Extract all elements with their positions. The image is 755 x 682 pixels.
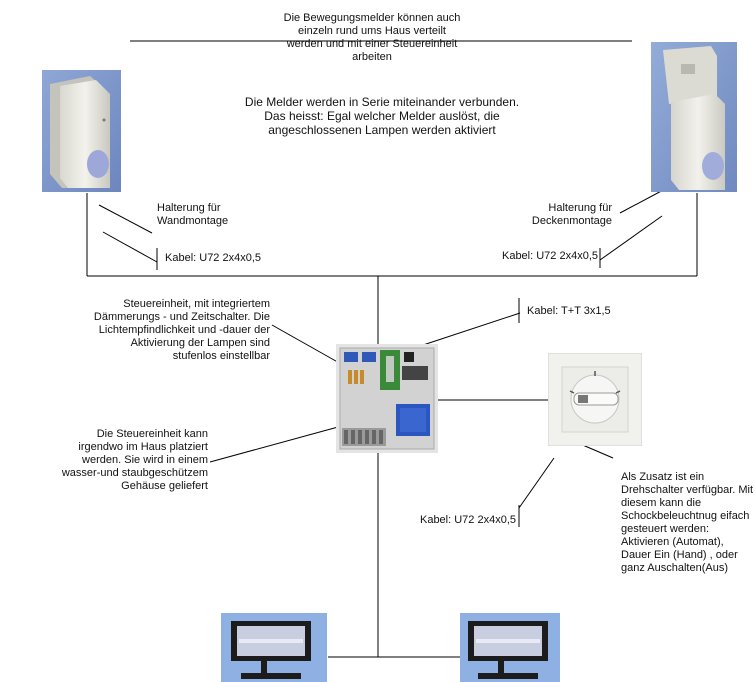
control-unit-image bbox=[336, 344, 438, 453]
switch-description: Als Zusatz ist ein Drehschalter verfügba… bbox=[621, 471, 753, 575]
control-unit-placement-note: Die Steuereinheit kann irgendwo im Haus … bbox=[10, 428, 208, 493]
control-unit-description-line: Aktivierung der Lampen sind bbox=[130, 337, 270, 349]
switch-description-line: diesem kann die bbox=[621, 497, 702, 509]
series-note: Die Melder werden in Serie miteinander v… bbox=[212, 95, 552, 137]
switch-description-line: ganz Auschalten(Aus) bbox=[621, 562, 729, 574]
top-note: Die Bewegungsmelder können auch einzeln … bbox=[232, 12, 512, 64]
ceiling-motion-sensor-image bbox=[651, 42, 737, 192]
rotary-switch-image bbox=[548, 353, 642, 446]
switch-description-line: Aktivieren (Automat), bbox=[621, 536, 724, 548]
control-unit-description-line: stufenlos einstellbar bbox=[172, 350, 270, 362]
switch-description-line: Schockbeleuchtnug eifach bbox=[621, 510, 750, 522]
wall-motion-sensor-image bbox=[42, 70, 121, 192]
placement-note-line: werden. Sie wird in einem bbox=[82, 454, 208, 466]
top-note-line: arbeiten bbox=[352, 51, 392, 63]
placement-note-line: irgendwo im Haus platziert bbox=[78, 441, 208, 453]
ceiling-mount-label: Halterung für Deckenmontage bbox=[506, 202, 612, 228]
floodlight-left-image bbox=[221, 613, 327, 682]
right-cable-label: Kabel: U72 2x4x0,5 bbox=[501, 250, 598, 262]
wall-mount-label-line: Wandmontage bbox=[157, 215, 229, 227]
switch-description-line: Als Zusatz ist ein bbox=[621, 471, 705, 483]
placement-note-line: Die Steuereinheit kann bbox=[96, 428, 208, 440]
series-note-line: Das heisst: Egal welcher Melder auslöst,… bbox=[264, 109, 500, 123]
switch-cable-label: Kabel: T+T 3x1,5 bbox=[527, 305, 611, 317]
ceiling-mount-label-line: Halterung für bbox=[548, 202, 612, 214]
control-unit-description-line: Lichtempfindlichkeit und -dauer der bbox=[98, 324, 270, 336]
control-unit-description-line: Steuereinheit, mit integriertem bbox=[123, 298, 270, 310]
top-note-line: werden und mit einer Steuereinheit bbox=[286, 38, 458, 50]
switch-description-line: Drehschalter verfügbar. Mit bbox=[621, 484, 754, 496]
series-note-line: angeschlossenen Lampen werden aktiviert bbox=[268, 123, 496, 137]
control-unit-description-line: Dämmerungs - und Zeitschalter. Die bbox=[93, 311, 270, 323]
control-unit-description: Steuereinheit, mit integriertem Dämmerun… bbox=[20, 298, 270, 363]
top-note-line: Die Bewegungsmelder können auch bbox=[283, 12, 461, 24]
placement-note-line: Gehäuse geliefert bbox=[121, 480, 208, 492]
series-note-line: Die Melder werden in Serie miteinander v… bbox=[244, 95, 520, 109]
lamps-cable-label: Kabel: U72 2x4x0,5 bbox=[419, 514, 516, 526]
placement-note-line: wasser-und staubgeschützem bbox=[61, 467, 208, 479]
ceiling-mount-label-line: Deckenmontage bbox=[531, 215, 612, 227]
left-cable-label: Kabel: U72 2x4x0,5 bbox=[165, 252, 262, 264]
wall-mount-label-line: Halterung für bbox=[157, 202, 221, 214]
floodlight-right-image bbox=[460, 613, 560, 682]
switch-description-line: gesteuert werden: bbox=[621, 523, 710, 535]
switch-description-line: Dauer Ein (Hand) , oder bbox=[621, 549, 738, 561]
top-note-line: einzeln rund ums Haus verteilt bbox=[298, 25, 446, 37]
wall-mount-label: Halterung für Wandmontage bbox=[157, 202, 228, 228]
